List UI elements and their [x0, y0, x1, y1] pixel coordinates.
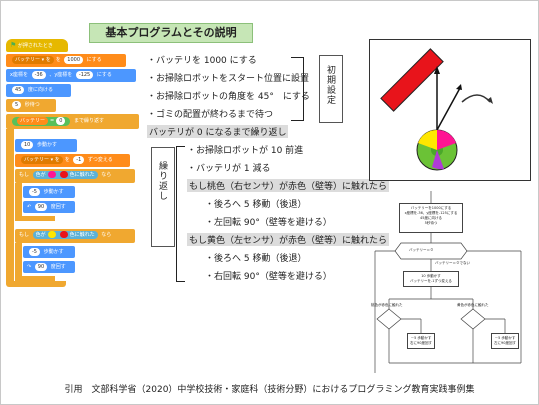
loop-bracket — [176, 146, 185, 282]
move-back-pink-block: -5 歩動かす — [23, 186, 75, 198]
wall — [380, 48, 444, 112]
left-sensor — [418, 129, 437, 150]
if-pink-arm — [15, 183, 22, 216]
if-yellow-block: もし 色が色に触れた なら — [15, 229, 135, 243]
flowchart: バッテリーを1000にする x座標を-36、y座標を-125にする 45度に向け… — [371, 191, 531, 376]
rear-marker — [432, 150, 444, 170]
touch-color-pink-condition: 色が色に触れた — [32, 171, 98, 179]
flow-decision-pink-label: 桃色が赤色に触れた — [371, 303, 403, 307]
point-direction-block: 45 度に向ける — [6, 84, 71, 97]
flow-loop-note: バッテリー＝０でない — [435, 261, 470, 265]
if-yellow-foot — [15, 276, 55, 281]
note-heading: バッテリが 0 になるまで繰り返し — [147, 125, 289, 138]
turn-left-block: ↶ 90 度回す — [23, 201, 75, 213]
decision-yellow — [460, 308, 486, 330]
note-line: ・後ろへ 5 移動（後退） — [205, 200, 307, 210]
note-heading: もし黄色（左センサ）が赤色（壁等）に触れたら — [187, 233, 390, 246]
flow-pink-action-box: －5 歩動かす 右に90度回す — [407, 333, 435, 349]
note-line: ・お掃除ロボットの角度を 45° にする — [147, 92, 310, 102]
slide-title: 基本プログラムとその説明 — [89, 23, 253, 43]
flow-init-box: バッテリーを1000にする x座標を-36、y座標を-125にする 45度に向け… — [399, 203, 463, 233]
note-line: ・バッテリが 1 減る — [187, 164, 271, 174]
green-flag-icon: ⚑ — [10, 41, 17, 49]
if-yellow-arm — [15, 243, 22, 276]
yellow-swatch — [47, 231, 56, 238]
if-pink-block: もし 色が色に触れた なら — [15, 169, 135, 183]
loop-label-box — [151, 147, 175, 247]
robot-diagram — [369, 39, 531, 181]
turn-arrow-icon — [487, 97, 493, 104]
heading-line — [436, 87, 461, 131]
flow-move-box: 10 歩動かす バッテリーを-1ずつ変える — [403, 271, 459, 287]
turn-right-icon: ↷ — [27, 264, 32, 270]
touch-color-yellow-condition: 色が色に触れた — [32, 231, 98, 239]
red-swatch — [59, 231, 68, 238]
turn-right-block: ↷ 90 度回す — [23, 261, 75, 273]
decision-pink — [376, 308, 402, 330]
when-flag-clicked-block: ⚑ が押されたとき — [6, 39, 68, 52]
move-10-block: 10 歩動かす — [15, 139, 77, 152]
up-arrow-icon — [434, 66, 440, 74]
flow-decision-yellow-label: 黄色が赤色に触れた — [457, 303, 489, 307]
note-line: ・お掃除ロボットが 10 前進 — [187, 146, 304, 156]
red-swatch — [59, 171, 68, 178]
turn-left-icon: ↶ — [27, 204, 32, 210]
flow-yellow-action-box: －5 歩動かす 左に90度回す — [491, 333, 519, 349]
init-label-box — [319, 55, 343, 123]
heading-arrow-icon — [456, 84, 462, 90]
move-back-yellow-block: -5 歩動かす — [23, 246, 75, 258]
pink-swatch — [47, 171, 56, 178]
goto-xy-block: x座標を -36 、y座標を -125 にする — [6, 69, 136, 82]
flowchart-lines — [374, 191, 522, 373]
loop-label: 繰り返し — [157, 161, 167, 201]
repeat-until-block: バッテリー=0 まで繰り返す — [6, 114, 139, 129]
note-line: ・後ろへ 5 移動（後退） — [205, 254, 307, 264]
note-line: ・ゴミの配置が終わるまで待つ — [147, 110, 274, 120]
change-battery-block: バッテリー ▾ をを -1 ずつ変える — [15, 154, 130, 167]
wait-block: 5 秒待つ — [6, 99, 56, 112]
repeat-until-foot — [6, 281, 66, 287]
repeat-until-arm — [6, 129, 14, 281]
turn-arc — [461, 94, 491, 103]
if-pink-foot — [15, 216, 55, 221]
set-battery-block: バッテリー ▾ をを 1000 にする — [6, 54, 126, 67]
flow-loop-condition: バッテリー＝０ — [409, 248, 434, 252]
right-sensor — [437, 129, 456, 150]
note-line: ・右回転 90°（壁等を避ける） — [205, 272, 332, 282]
note-line: ・バッテリを 1000 にする — [147, 56, 257, 66]
citation-caption: 引用 文部科学省（2020）中学校技術・家庭科（技術分野）におけるプログラミング… — [64, 385, 475, 395]
note-line: ・お掃除ロボットをスタート位置に設置 — [147, 74, 310, 84]
init-bracket — [291, 57, 304, 121]
robot-diagram-svg — [380, 48, 493, 171]
condition-slot: バッテリー=0 — [12, 117, 71, 126]
note-line: ・左回転 90°（壁等を避ける） — [205, 218, 332, 228]
note-heading: もし桃色（右センサ）が赤色（壁等）に触れたら — [187, 179, 390, 192]
init-label: 初期設定 — [325, 65, 335, 105]
